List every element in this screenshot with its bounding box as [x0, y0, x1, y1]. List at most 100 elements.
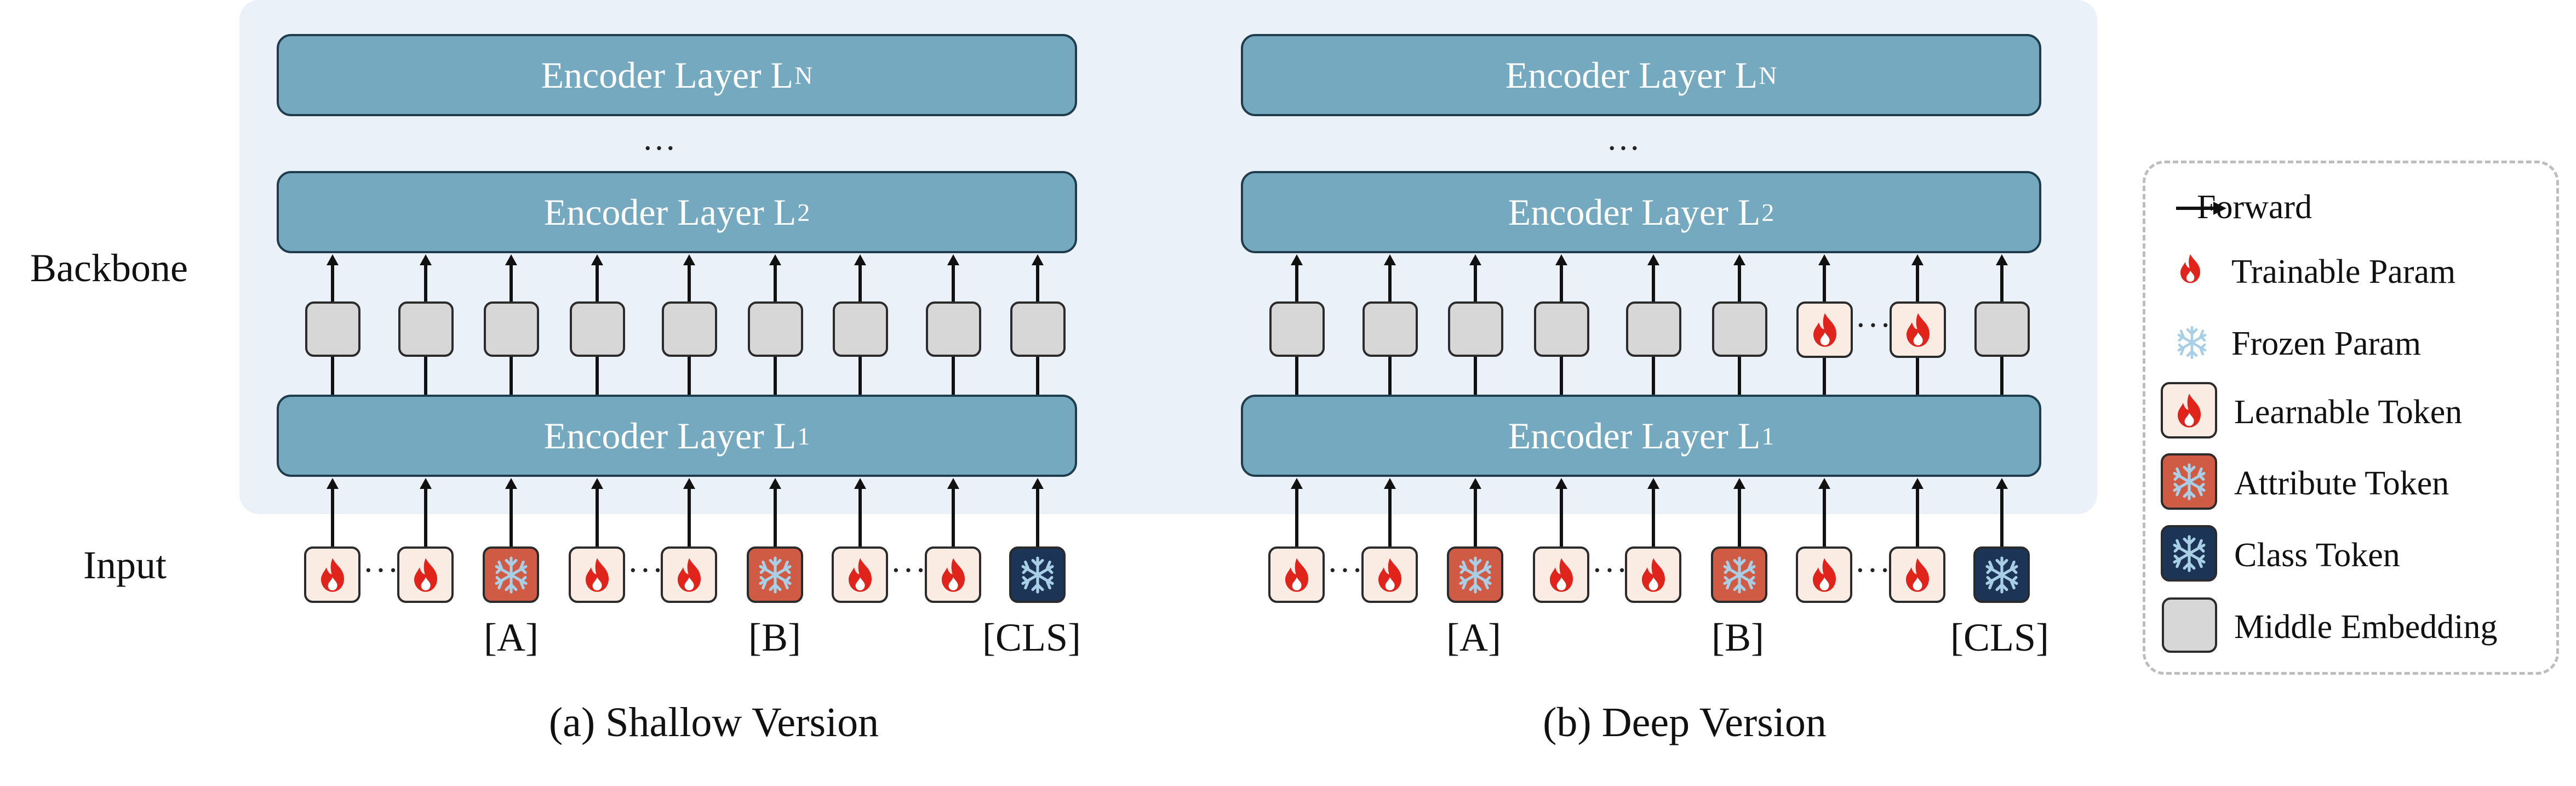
legend-learnable: Learnable Token: [2234, 394, 2463, 431]
legend-forward: Forward: [2197, 189, 2312, 226]
encoder-label: Encoder Layer L: [543, 191, 797, 233]
arrowhead: [1818, 254, 1830, 265]
middle-embedding: [748, 301, 803, 357]
learnable-token: [1625, 546, 1681, 603]
middle-embedding: [1010, 301, 1066, 357]
flame-icon: [1634, 556, 1673, 594]
middle-embedding: [398, 301, 454, 357]
deep-ellipsis: …: [1606, 120, 1642, 157]
arrowhead: [1032, 478, 1044, 489]
token-ellipsis: ···: [1854, 552, 1892, 589]
snowflake-icon: [491, 555, 531, 595]
arrowhead: [947, 254, 959, 265]
token-ellipsis: ···: [890, 552, 928, 589]
learnable-token: [1533, 546, 1589, 603]
learnable-token: [1796, 546, 1852, 603]
legend-middle: Middle Embedding: [2234, 608, 2498, 646]
learnable-token: [925, 546, 981, 603]
flame-icon: [670, 556, 708, 594]
arrowhead: [327, 478, 339, 489]
deep-learnable-token: [1796, 301, 1853, 358]
legend-box: [2143, 161, 2559, 675]
arrowhead: [1032, 254, 1044, 265]
middle-embedding: [1712, 301, 1767, 357]
arrowhead: [1733, 478, 1745, 489]
caption-deep: (b) Deep Version: [1543, 699, 1827, 745]
encoder-subscript: 1: [1761, 422, 1774, 450]
flame-icon: [313, 556, 352, 594]
arrowhead: [1469, 254, 1481, 265]
row-label-input: Input: [83, 543, 167, 587]
snowflake-icon: [755, 555, 795, 595]
middle-embedding: [833, 301, 888, 357]
learnable-token: [397, 546, 454, 603]
middle-embedding: [662, 301, 717, 357]
token-label-cls: [CLS]: [1950, 616, 2049, 659]
class-token: [1009, 546, 1066, 603]
encoder-subscript: N: [794, 61, 813, 89]
attribute-token-b: [1711, 546, 1767, 603]
arrowhead: [1996, 478, 2008, 489]
middle-embedding: [926, 301, 981, 357]
learnable-token: [1361, 546, 1418, 603]
arrowhead: [420, 478, 432, 489]
arrowhead: [1911, 254, 1924, 265]
legend-trainable: Trainable Param: [2231, 253, 2456, 291]
arrowhead: [1384, 254, 1396, 265]
arrowhead: [769, 478, 781, 489]
snowflake-icon: [1455, 555, 1496, 595]
token-ellipsis: ···: [1592, 552, 1629, 589]
flame-icon: [934, 556, 972, 594]
token-ellipsis: ···: [627, 552, 665, 589]
legend-learnable-swatch: [2161, 382, 2217, 438]
middle-embedding: [1269, 301, 1325, 357]
legend-frozen: Frozen Param: [2231, 325, 2422, 362]
arrowhead: [1818, 478, 1830, 489]
arrowhead: [1647, 478, 1659, 489]
snowflake-icon: [2169, 462, 2209, 502]
arrowhead: [1291, 478, 1303, 489]
arrowhead: [1911, 478, 1924, 489]
learnable-token: [569, 546, 625, 603]
learnable-token: [304, 546, 360, 603]
encoder-label: Encoder Layer L: [1508, 414, 1761, 457]
attribute-token-b: [747, 546, 803, 603]
forward-arrow-icon: [2176, 202, 2226, 215]
flame-icon: [407, 556, 445, 594]
flame-icon: [1278, 556, 1316, 594]
legend-attribute: Attribute Token: [2234, 465, 2449, 502]
encoder-subscript: N: [1759, 61, 1777, 89]
encoder-subscript: 1: [797, 422, 810, 450]
arrowhead: [505, 478, 517, 489]
middle-embedding: [1448, 301, 1503, 357]
arrowhead: [1384, 478, 1396, 489]
middle-embedding: [1626, 301, 1681, 357]
arrowhead: [947, 478, 959, 489]
arrowhead: [1647, 254, 1659, 265]
arrowhead: [1555, 478, 1567, 489]
arrowhead: [854, 478, 866, 489]
snowflake-icon: [1982, 555, 2022, 595]
arrowhead: [591, 254, 603, 265]
arrowhead: [769, 254, 781, 265]
attribute-token-a: [1447, 546, 1503, 603]
arrowhead: [420, 254, 432, 265]
flame-icon: [1898, 556, 1937, 594]
middle-embedding: [1974, 301, 2030, 357]
arrowhead: [327, 254, 339, 265]
shallow-ellipsis: …: [642, 120, 678, 157]
encoder-label: Encoder Layer L: [1508, 191, 1761, 233]
learnable-token: [661, 546, 717, 603]
flame-icon: [578, 556, 616, 594]
token-label-b: [B]: [748, 616, 801, 659]
learnable-token: [832, 546, 888, 603]
snowflake-icon: [2169, 533, 2209, 574]
arrowhead: [1291, 254, 1303, 265]
arrowhead: [1555, 254, 1567, 265]
arrowhead: [591, 478, 603, 489]
flame-icon: [1542, 556, 1581, 594]
